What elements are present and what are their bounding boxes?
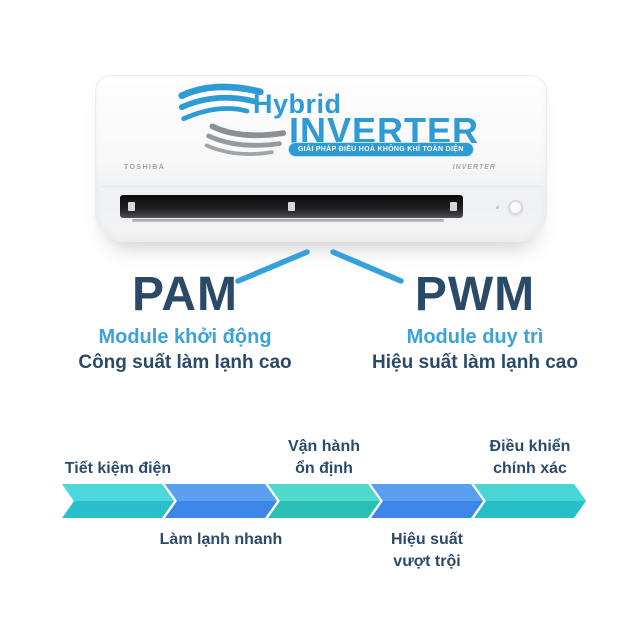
- brand-label: TOSHIBA: [124, 164, 166, 171]
- timeline-segment: [62, 484, 174, 501]
- indicator-light: [496, 206, 499, 209]
- sensor-button: [508, 200, 523, 215]
- panel-crease-line: [100, 186, 542, 187]
- vent-bracket: [450, 202, 457, 211]
- vent-bracket: [128, 202, 135, 211]
- logo-hybrid-text: Hybrid: [253, 89, 342, 119]
- timeline-label-line: Làm lạnh nhanh: [159, 531, 283, 548]
- timeline-label: Hiệu suất vượt trội: [337, 529, 517, 573]
- timeline-label: Làm lạnh nhanh: [131, 529, 311, 551]
- vent-bracket: [288, 202, 295, 211]
- timeline-segment: [268, 484, 380, 501]
- timeline-segment: [165, 484, 277, 501]
- model-label: INVERTER: [452, 164, 496, 171]
- vent-louver: [132, 219, 444, 222]
- pwm-subtitle: Module duy trì: [406, 326, 544, 348]
- pwm-title: PWM: [414, 268, 536, 321]
- timeline-label-line: vượt trội: [393, 553, 461, 570]
- timeline-label: Tiết kiệm điện: [28, 458, 208, 480]
- air-conditioner-unit: Hybrid INVERTER GIẢI PHÁP ĐIỀU HOÀ KHÔNG…: [95, 75, 547, 242]
- timeline-label-line: Vận hành: [287, 438, 360, 455]
- logo-tagline-pill: GIẢI PHÁP ĐIỀU HOÀ KHÔNG KHÍ TOÀN DIỆN: [288, 142, 474, 157]
- wind-swoosh-icon: [178, 83, 287, 156]
- timeline-segment: [474, 484, 586, 501]
- pam-title: PAM: [131, 268, 239, 321]
- pwm-description: Hiệu suất làm lạnh cao: [372, 352, 578, 373]
- timeline-label-line: Hiệu suất: [390, 531, 463, 548]
- timeline-segment: [371, 484, 483, 501]
- pam-description: Công suất làm lạnh cao: [78, 352, 292, 373]
- timeline-label-line: Tiết kiệm điện: [64, 460, 172, 477]
- timeline-label-line: chính xác: [493, 460, 567, 477]
- timeline-label: Vận hành ổn định: [234, 436, 414, 480]
- pwm-module-block: PWM Module duy trì Hiệu suất làm lạnh ca…: [345, 270, 605, 375]
- timeline-label-line: ổn định: [295, 460, 353, 477]
- timeline-chevron-band: [62, 484, 586, 518]
- timeline-label-line: Điều khiển: [489, 438, 571, 455]
- pam-subtitle: Module khởi động: [98, 326, 272, 348]
- pam-module-block: PAM Module khởi động Công suất làm lạnh …: [55, 270, 315, 375]
- timeline-label: Điều khiển chính xác: [440, 436, 620, 480]
- air-vent: [120, 195, 463, 218]
